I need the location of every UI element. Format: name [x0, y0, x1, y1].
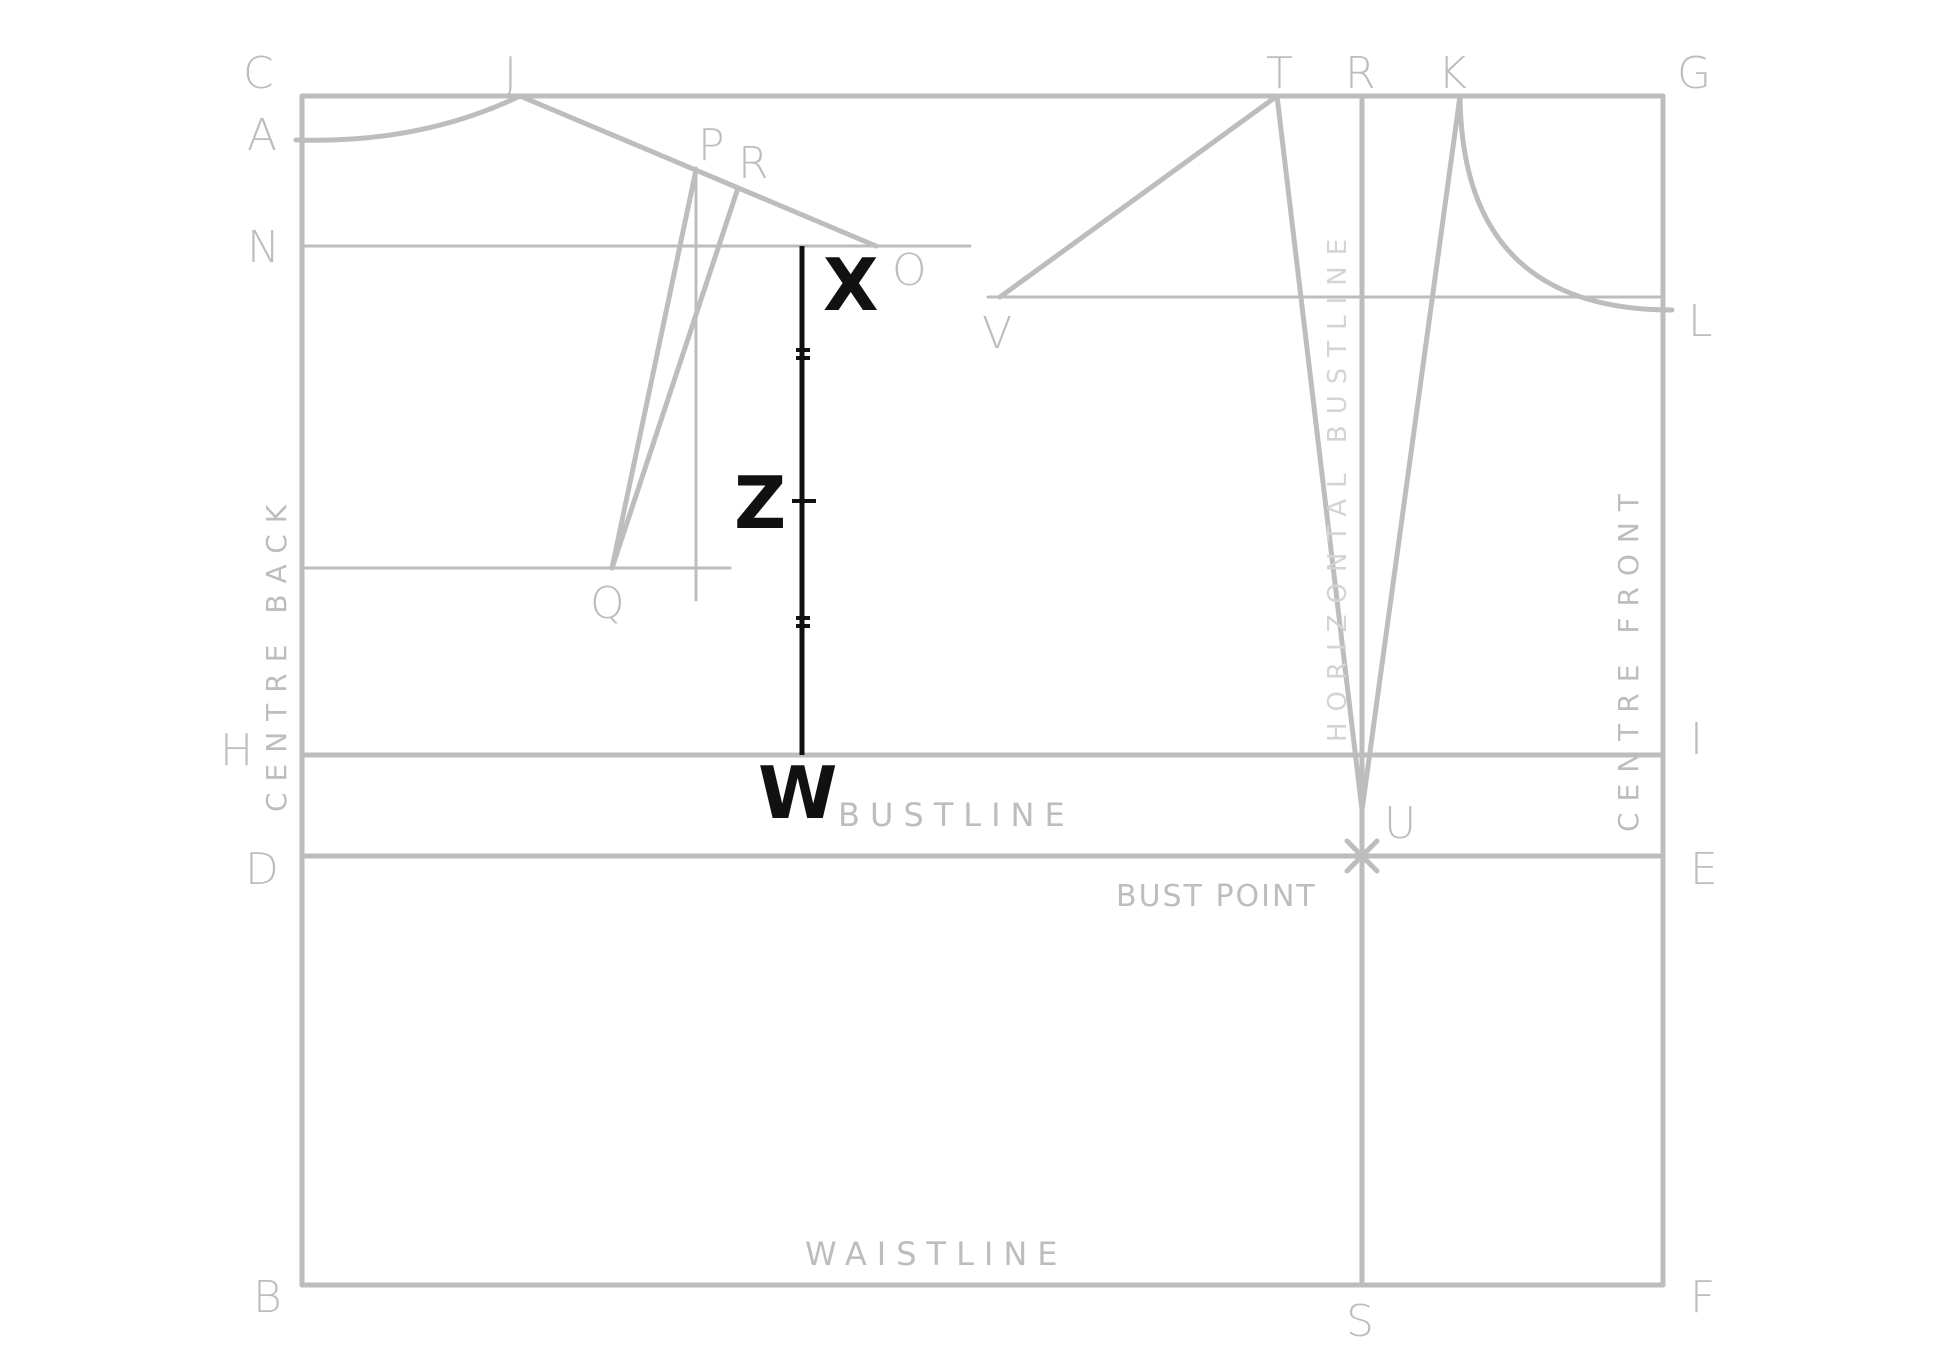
highlighted-line-x-w [792, 246, 816, 755]
point-label-J: J [504, 48, 517, 99]
marker-labels: X Z W [734, 243, 879, 835]
dart-leg-K-U [1359, 93, 1463, 813]
point-label-B: B [253, 1272, 282, 1323]
point-label-S: S [1346, 1296, 1374, 1347]
bust-point-cross-b [1344, 838, 1380, 874]
pattern-frame [299, 93, 1666, 1288]
point-label-N: N [247, 222, 280, 273]
point-label-R-mid: R [738, 138, 769, 189]
point-label-G: G [1677, 48, 1711, 99]
point-label-D: D [245, 844, 279, 895]
marker-label-W: W [758, 751, 837, 835]
point-label-E: E [1690, 844, 1718, 895]
point-label-P: P [698, 120, 725, 171]
point-label-R-top: R [1345, 48, 1376, 99]
point-label-L: L [1688, 296, 1713, 347]
front-bodice-construction [986, 93, 1675, 874]
marker-label-Z: Z [734, 461, 786, 545]
point-label-O: O [892, 245, 927, 296]
point-label-V: V [982, 308, 1012, 359]
point-label-T: T [1266, 48, 1293, 99]
point-label-Q: Q [590, 578, 625, 629]
bust-point-label: BUST POINT [1116, 879, 1317, 914]
back-bodice-construction [293, 93, 972, 602]
waistline-label: WAISTLINE [805, 1235, 1068, 1273]
line-labels: BUSTLINE WAISTLINE BUST POINT CENTRE BAC… [260, 228, 1645, 1273]
marker-label-X: X [823, 243, 879, 327]
point-label-I: I [1690, 714, 1703, 765]
point-label-U: U [1384, 798, 1416, 849]
centre-back-label: CENTRE BACK [260, 494, 293, 812]
point-labels: C J T R K G A P R N O V L Q H I U D E B … [220, 48, 1718, 1347]
back-neck-curve-A-J [293, 93, 523, 143]
point-label-C: C [243, 48, 274, 99]
front-shoulder-V-T [997, 93, 1280, 300]
horizontal-bustline-label: HORIZONTAL BUSTLINE [1323, 228, 1353, 742]
front-neck-curve-K-L [1457, 93, 1675, 313]
dart-leg-R-Q [609, 185, 741, 571]
point-label-A: A [247, 110, 277, 161]
dart-leg-T-U [1274, 93, 1365, 813]
centre-front-label: CENTRE FRONT [1612, 483, 1645, 832]
dart-leg-P-Q [609, 167, 699, 571]
point-label-K: K [1438, 48, 1467, 99]
point-label-F: F [1690, 1272, 1715, 1323]
bustline-label: BUSTLINE [838, 796, 1075, 834]
point-label-H: H [220, 725, 253, 776]
